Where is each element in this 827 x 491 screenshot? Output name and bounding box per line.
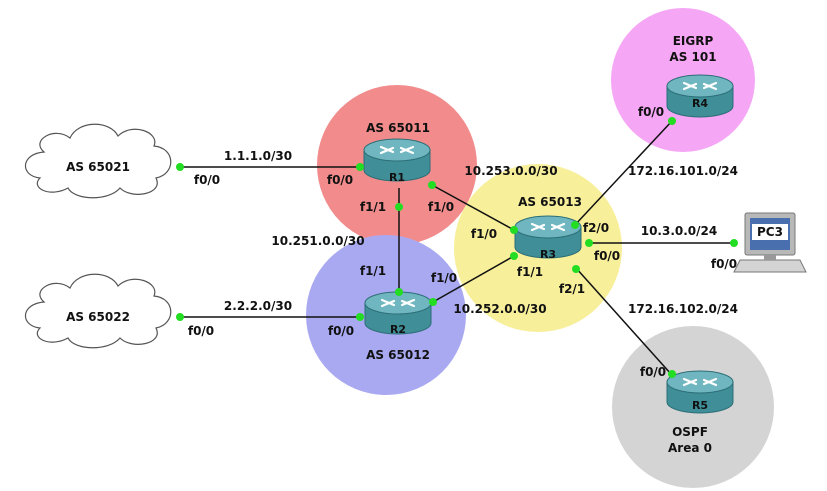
iface-r3-f11: f1/1: [517, 265, 543, 279]
port-r2-f11[interactable]: [395, 288, 403, 296]
router-r4-label: R4: [692, 97, 708, 110]
pc3-stand: [764, 255, 776, 260]
router-r2[interactable]: R2: [363, 290, 433, 336]
iface-r1-f10: f1/0: [428, 200, 454, 214]
link-r3-r4: [573, 120, 673, 227]
router-r3-label: R3: [540, 248, 556, 261]
iface-cloud1-f00: f0/0: [194, 173, 220, 187]
network-2-2-2-0: 2.2.2.0/30: [224, 299, 292, 313]
port-r4-f00[interactable]: [668, 117, 676, 125]
network-10-253: 10.253.0.0/30: [464, 164, 557, 178]
iface-r2-f10: f1/0: [431, 271, 457, 285]
port-r2-f10[interactable]: [429, 298, 437, 306]
network-10-3: 10.3.0.0/24: [641, 224, 718, 238]
cloud-as65022-label: AS 65022: [66, 310, 130, 324]
link-r1-r3: [431, 184, 515, 231]
port-pc3-f00[interactable]: [730, 239, 738, 247]
link-r3-r5: [575, 267, 672, 375]
links: [179, 120, 734, 375]
eigrp-as-label: AS 101: [669, 50, 716, 64]
port-r3-f10[interactable]: [510, 226, 518, 234]
as65011-label: AS 65011: [366, 121, 430, 135]
router-r1[interactable]: R1: [362, 137, 432, 184]
network-10-251: 10.251.0.0/30: [271, 234, 364, 248]
eigrp-label: EIGRP: [673, 34, 714, 48]
pc3-screen-label-bg: [752, 224, 788, 240]
iface-cloud2-f00: f0/0: [188, 324, 214, 338]
cloud-as65021[interactable]: [24, 123, 172, 199]
port-r1-f00[interactable]: [356, 163, 364, 171]
iface-r3-f00: f0/0: [594, 249, 620, 263]
pc3-computer[interactable]: PC3: [733, 212, 807, 273]
iface-pc3-f00: f0/0: [711, 257, 737, 271]
as65013-label: AS 65013: [518, 195, 582, 209]
iface-r1-f00: f0/0: [327, 173, 353, 187]
as65012-label: AS 65012: [366, 348, 430, 362]
pc3-label: PC3: [757, 225, 783, 239]
ospf-area-label: Area 0: [668, 441, 712, 455]
iface-r4-f00: f0/0: [638, 105, 664, 119]
router-r4[interactable]: R4: [665, 73, 735, 119]
iface-r2-f00: f0/0: [328, 324, 354, 338]
iface-r3-f21: f2/1: [559, 282, 585, 296]
iface-r1-f11: f1/1: [360, 200, 386, 214]
cloud-as65022[interactable]: [24, 273, 172, 349]
router-r5-label: R5: [692, 399, 708, 412]
network-172-16-102: 172.16.102.0/24: [628, 302, 738, 316]
pc3-keyboard: [733, 259, 807, 273]
ospf-label: OSPF: [672, 425, 708, 439]
router-r3[interactable]: R3: [513, 214, 583, 261]
router-r1-label: R1: [389, 171, 405, 184]
network-10-252: 10.252.0.0/30: [453, 302, 546, 316]
port-r1-f10[interactable]: [428, 181, 436, 189]
link-r2-r3: [432, 255, 515, 303]
port-cloud2-f00[interactable]: [176, 313, 184, 321]
ports: [176, 117, 738, 378]
port-r5-f00[interactable]: [668, 370, 676, 378]
network-1-1-1-0: 1.1.1.0/30: [224, 149, 292, 163]
port-r2-f00[interactable]: [356, 313, 364, 321]
port-r3-f11[interactable]: [510, 252, 518, 260]
network-172-16-101: 172.16.101.0/24: [628, 164, 738, 178]
iface-r3-f20: f2/0: [583, 221, 609, 235]
port-r3-f20[interactable]: [571, 221, 579, 229]
port-r3-f21[interactable]: [572, 265, 580, 273]
router-r2-label: R2: [390, 323, 406, 336]
iface-r5-f00: f0/0: [640, 365, 666, 379]
iface-r3-f10: f1/0: [471, 227, 497, 241]
router-r5[interactable]: R5: [665, 369, 735, 415]
port-r1-f11[interactable]: [395, 203, 403, 211]
cloud-as65021-label: AS 65021: [66, 160, 130, 174]
port-cloud1-f00[interactable]: [176, 163, 184, 171]
iface-r2-f11: f1/1: [360, 264, 386, 278]
port-r3-f00[interactable]: [585, 239, 593, 247]
